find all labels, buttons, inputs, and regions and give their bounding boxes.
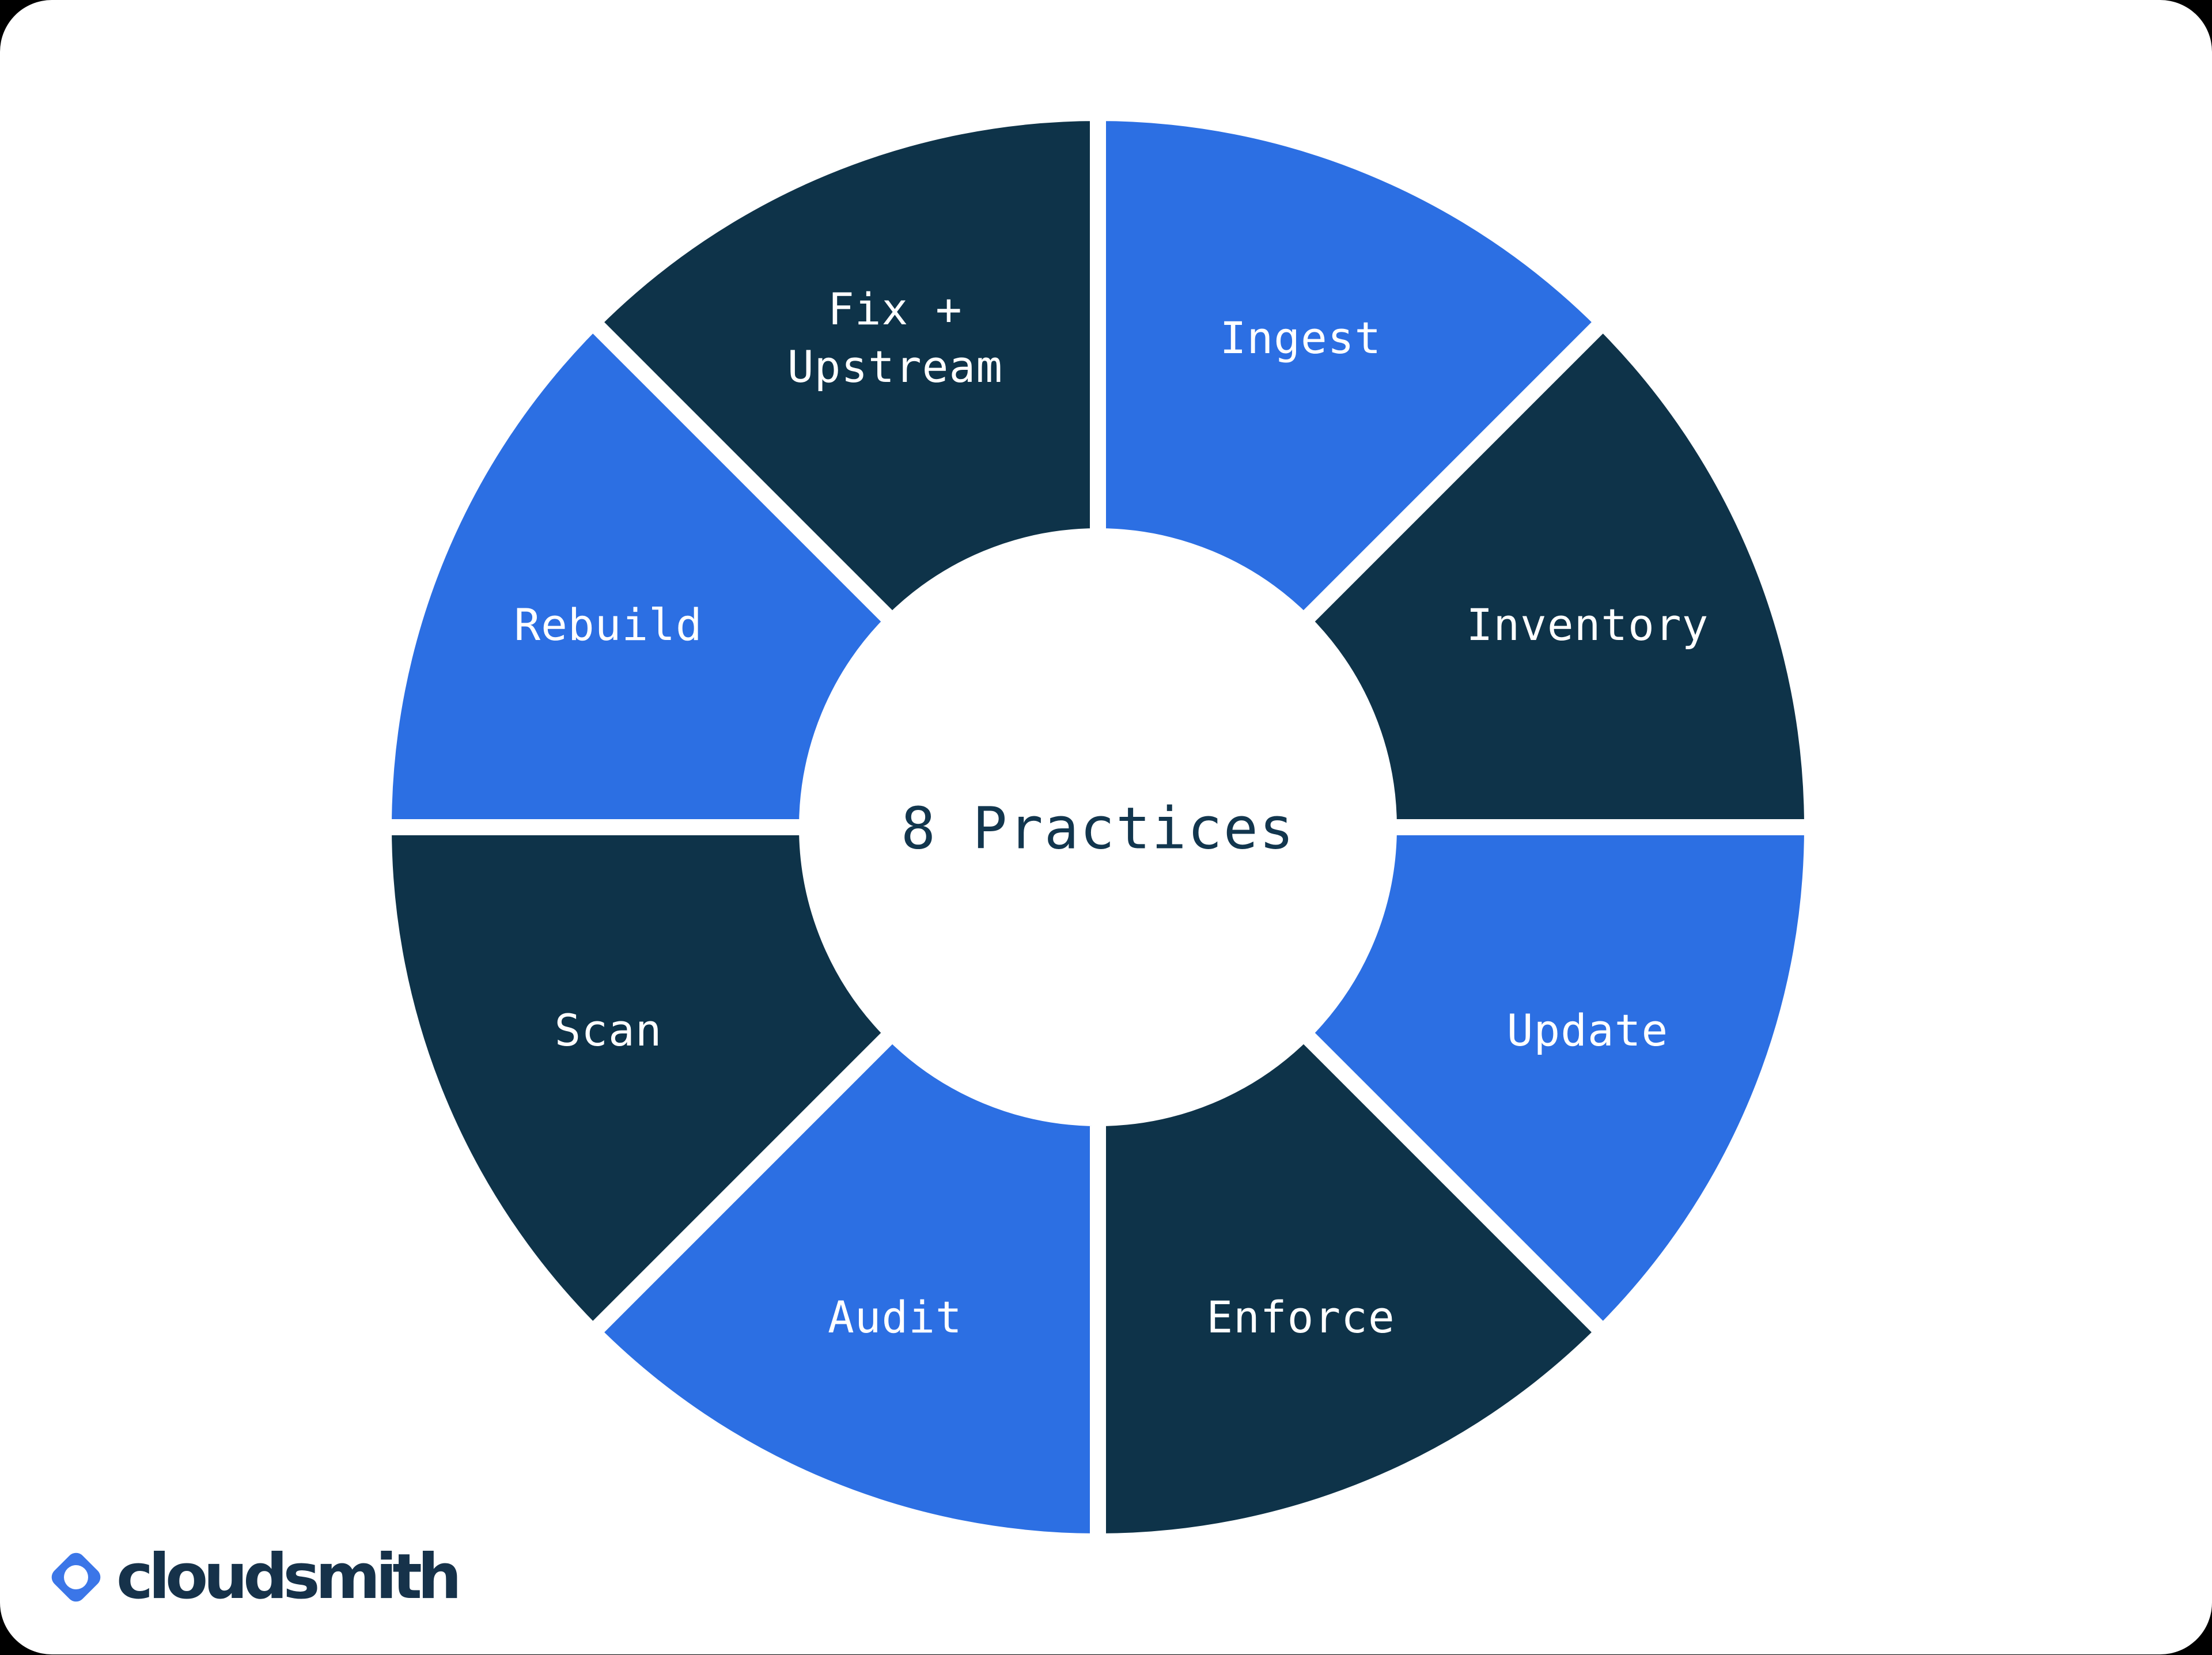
segment-label-enforce: Enforce xyxy=(1206,1291,1395,1342)
segment-label-rebuild: Rebuild xyxy=(514,599,702,650)
segment-label-fix-upstream: Fix +Upstream xyxy=(787,283,1003,392)
segment-rebuild xyxy=(375,310,904,835)
cloudsmith-diamond-icon xyxy=(51,1552,101,1602)
segment-scan xyxy=(375,819,904,1344)
segment-fix-upstream xyxy=(581,104,1106,633)
diamond-hole xyxy=(64,1565,88,1589)
segment-audit xyxy=(581,1021,1106,1550)
segment-label-update: Update xyxy=(1507,1005,1669,1056)
segment-update xyxy=(1292,819,1821,1344)
segment-label-ingest: Ingest xyxy=(1220,312,1382,363)
segment-label-audit: Audit xyxy=(828,1291,963,1342)
segment-label-scan: Scan xyxy=(555,1005,662,1056)
cloudsmith-wordmark: cloudsmith xyxy=(116,1540,462,1613)
center-label: 8 Practices xyxy=(901,795,1295,862)
segment-label-inventory: Inventory xyxy=(1467,599,1709,650)
segment-inventory xyxy=(1292,310,1821,835)
cloudsmith-logo: cloudsmith xyxy=(47,1540,462,1613)
segment-enforce xyxy=(1090,1021,1615,1550)
segment-ingest xyxy=(1090,104,1615,633)
